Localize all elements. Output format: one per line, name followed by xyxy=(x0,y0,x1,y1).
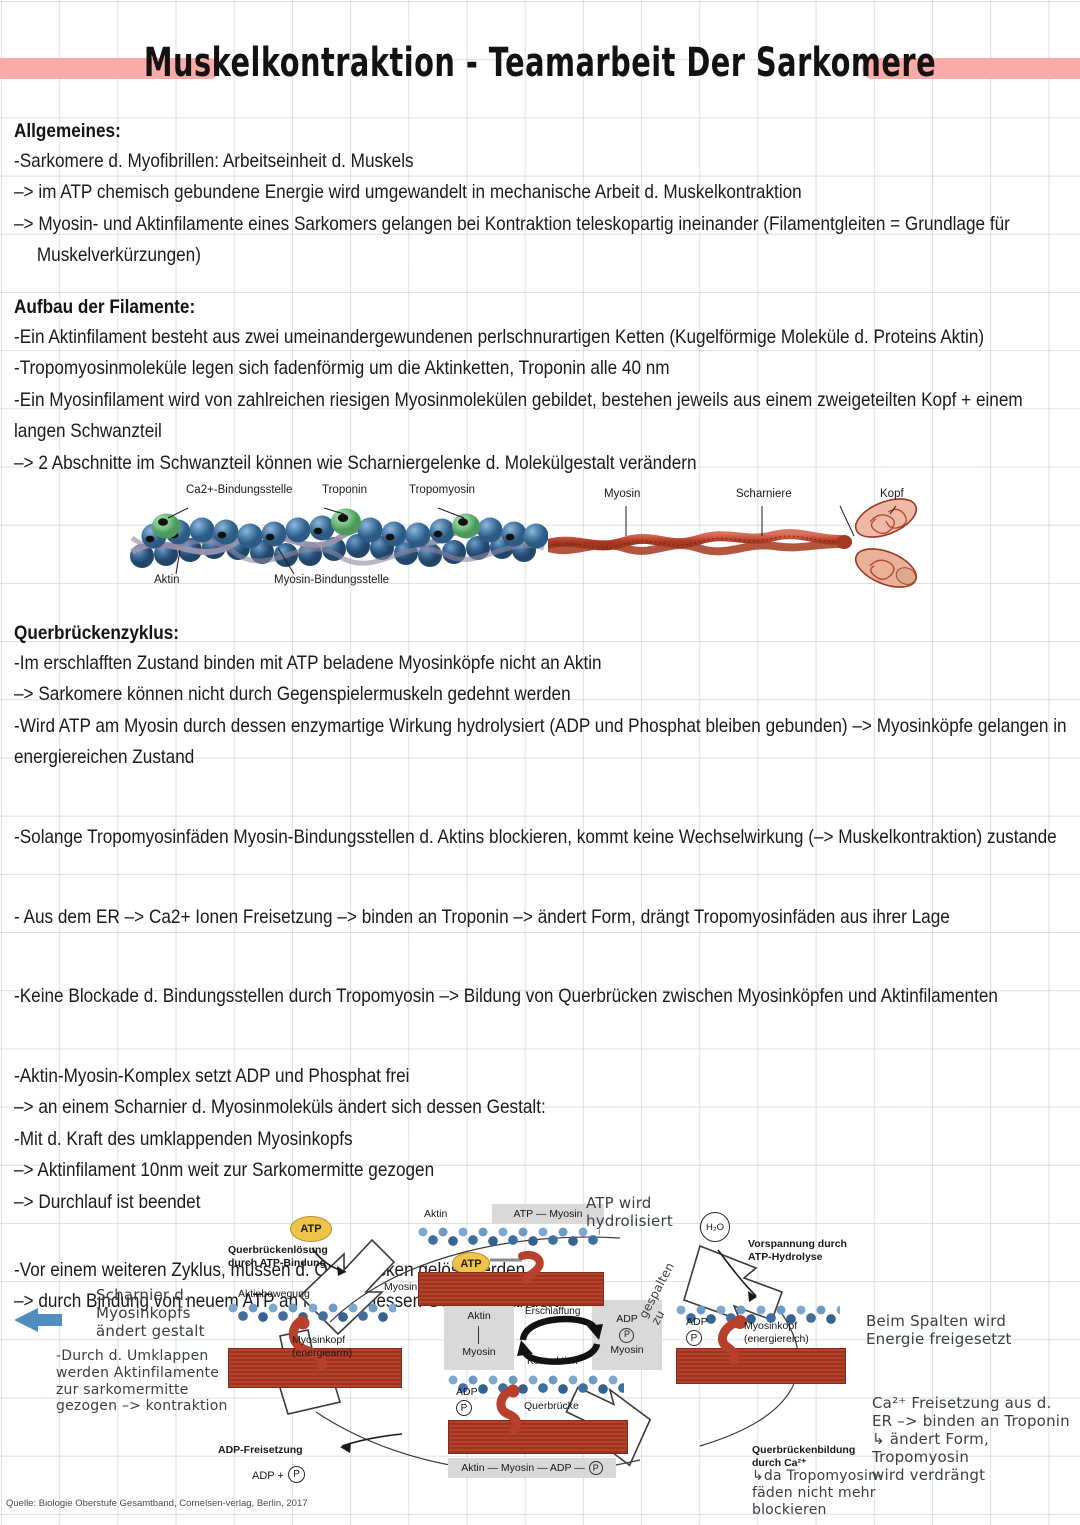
label-troponin: Troponin xyxy=(322,484,367,496)
figure-crossbridge-cycle: Aktin Myosin ADP P Myosin Erschlaffung K… xyxy=(0,1194,1080,1518)
crossbridge-head xyxy=(496,1384,521,1435)
source-citation: Quelle: Biologie Oberstufe Gesamtband, C… xyxy=(6,1498,308,1509)
note-line: –> Sarkomere können nicht durch Gegenspi… xyxy=(14,683,571,706)
notes-body: Allgemeines: -Sarkomere d. Myofibrillen:… xyxy=(14,118,1068,480)
myosin-heads xyxy=(854,498,918,588)
phosphate-circle: P xyxy=(619,1327,635,1343)
label-kontraktion: Kontraktion xyxy=(527,1356,578,1367)
label-kopf: Kopf xyxy=(880,488,904,500)
label-aktin: Aktin xyxy=(154,574,180,586)
note-line: energiereichen Zustand xyxy=(14,746,195,769)
label-myosin-top: Myosin xyxy=(384,1281,418,1293)
handwriting-ca-freisetzung: Ca²⁺ Freisetzung aus d. ER –> binden an … xyxy=(872,1394,1070,1484)
label-vorspannung: Vorspannung durch ATP-Hydrolyse xyxy=(748,1238,847,1264)
box-aktin-myosin-adp-p: Aktin — Myosin — ADP — P xyxy=(448,1458,616,1478)
label-scharniere: Scharniere xyxy=(736,488,792,500)
label-myosin: Myosin xyxy=(604,488,641,500)
myosin-bar-top xyxy=(418,1272,604,1306)
note-line: –> Myosin- und Aktinfilamente eines Sark… xyxy=(14,212,1010,235)
note-line: -Sarkomere d. Myofibrillen: Arbeitseinhe… xyxy=(14,149,414,172)
note-line: -Mit d. Kraft des umklappenden Myosinkop… xyxy=(14,1127,353,1150)
note-line: -Aktin-Myosin-Komplex setzt ADP und Phos… xyxy=(14,1064,410,1087)
center-left-top: Aktin xyxy=(467,1310,491,1323)
box-atp-myosin: ATP — Myosin xyxy=(492,1204,604,1224)
center-cycle-arrows xyxy=(517,1315,603,1365)
troponin-beads xyxy=(152,508,480,539)
label-querbruecke: Querbrücke xyxy=(524,1400,579,1412)
label-adp-freisetzung: ADP-Freisetzung xyxy=(218,1444,303,1456)
note-line: -Tropomyosinmoleküle legen sich fadenför… xyxy=(14,357,670,380)
handwriting-umklappen: -Durch d. Umklappen werden Aktinfilament… xyxy=(56,1348,228,1415)
highlighter-bar-left xyxy=(0,58,220,79)
note-line: -Vor einem weiteren Zyklus, müssen d. Qu… xyxy=(14,1258,526,1281)
label-erschlaffung: Erschlaffung xyxy=(525,1306,581,1317)
note-line: -Wird ATP am Myosin durch dessen enzymar… xyxy=(14,714,1067,737)
handwriting-scharnier: Scharnier d. Myosinkopfs ändert gestalt xyxy=(96,1286,205,1340)
myosin-head-high-energy xyxy=(718,1315,747,1364)
notes-body-2: Querbrückenzyklus: -Im erschlafften Zust… xyxy=(14,620,1068,1318)
handwriting-tropomyosin-block: ↳da Tropomyosin- fäden nicht mehr blocki… xyxy=(752,1468,883,1518)
myosin-head-atp-bound xyxy=(490,1251,544,1284)
label-adp-bottom: ADP xyxy=(456,1386,478,1398)
note-line: –> 2 Abschnitte im Schwanzteil können wi… xyxy=(14,452,697,474)
section-heading-querbrueckenzyklus: Querbrückenzyklus: xyxy=(14,622,179,644)
note-line: -Im erschlafften Zustand binden mit ATP … xyxy=(14,651,602,674)
label-myosinkopf-energiereich: Myosinkopf (energiereich) xyxy=(744,1320,809,1346)
note-line: –> Durchlauf ist beendet xyxy=(14,1191,201,1214)
label-aktin-top: Aktin xyxy=(424,1208,448,1220)
h2o-circle: H₂O xyxy=(700,1212,730,1242)
handwriting-atp-hydrolisiert: ATP wird hydrolisiert xyxy=(586,1194,673,1230)
note-line: –> im ATP chemisch gebundene Energie wir… xyxy=(14,181,802,204)
label-myosin-binding-site: Myosin-Bindungsstelle xyxy=(274,574,390,586)
myosin-molecule-svg xyxy=(543,498,918,588)
myosin-bar-bottom xyxy=(448,1420,628,1454)
myosin-head-low-energy xyxy=(288,1315,327,1369)
label-tropomyosin: Tropomyosin xyxy=(409,484,476,496)
page-header: Muskelkontraktion - Teamarbeit Der Sarko… xyxy=(0,40,1080,96)
actin-filament-left xyxy=(228,1302,396,1324)
note-line: langen Schwanzteil xyxy=(14,420,162,443)
note-paragraph: -Solange Tropomyosinfäden Myosin-Bindung… xyxy=(14,826,1057,848)
note-line: –> an einem Scharnier d. Myosinmoleküls … xyxy=(14,1096,546,1119)
section-heading-allgemeines: Allgemeines: xyxy=(14,120,121,142)
label-aktinbewegung: Aktinbewegung xyxy=(238,1288,310,1300)
note-line: -Ein Aktinfilament besteht aus zwei umei… xyxy=(14,325,985,348)
phosphate-circle-bottom: P xyxy=(456,1400,472,1416)
phosphate-circle-release: P xyxy=(288,1466,305,1483)
actin-filament-top xyxy=(418,1226,600,1248)
label-querbrueckenbildung: Querbrückenbildung durch Ca²⁺ xyxy=(752,1444,856,1470)
label-ca-binding-site: Ca2+-Bindungsstelle xyxy=(186,484,293,496)
center-right-top: ADP xyxy=(616,1312,638,1325)
box-text: Aktin — Myosin — ADP — xyxy=(461,1462,585,1474)
handwriting-beim-spalten: Beim Spalten wird Energie freigesetzt xyxy=(866,1312,1012,1348)
note-line: –> Aktinfilament 10nm weit zur Sarkomerm… xyxy=(14,1159,435,1182)
note-line: -Ein Myosinfilament wird von zahlreichen… xyxy=(14,388,1023,411)
label-querbrueckenloesung: Querbrückenlösung durch ATP-Bindung xyxy=(228,1244,328,1270)
figure-myosin-molecule: Myosin Scharniere Kopf xyxy=(543,478,938,595)
myosin-bar-right xyxy=(676,1348,846,1384)
section-heading-aufbau: Aufbau der Filamente: xyxy=(14,296,196,318)
highlighter-bar-right xyxy=(862,58,1080,79)
center-left-bottom: Myosin xyxy=(462,1346,496,1358)
phosphate-circle-box: P xyxy=(588,1461,603,1475)
center-box-aktin-myosin: Aktin Myosin xyxy=(444,1300,514,1370)
note-paragraph: -Keine Blockade d. Bindungsstellen durch… xyxy=(14,985,998,1008)
actin-filament-right xyxy=(676,1304,840,1326)
label-myosinkopf-energiearm: Myosinkopf (energiearm) xyxy=(292,1334,353,1360)
center-box-adp-myosin: ADP P Myosin xyxy=(592,1300,662,1370)
center-right-bottom: Myosin xyxy=(610,1343,644,1356)
note-paragraph: - Aus dem ER –> Ca2+ Ionen Freisetzung –… xyxy=(14,905,950,928)
page-title: Muskelkontraktion - Teamarbeit Der Sarko… xyxy=(143,40,937,87)
phosphate-circle-right: P xyxy=(686,1330,702,1346)
atp-pill-top-left: ATP xyxy=(290,1216,332,1242)
label-adp-right: ADP xyxy=(686,1316,708,1328)
figure-actin-filament: Ca2+-Bindungsstelle Troponin Tropomyosin… xyxy=(128,478,928,590)
actin-filament-bottom xyxy=(448,1374,624,1396)
note-line: Muskelverkürzungen) xyxy=(36,244,201,267)
actin-filament-svg xyxy=(130,507,549,575)
label-adp-plus-p: ADP + xyxy=(252,1470,284,1482)
